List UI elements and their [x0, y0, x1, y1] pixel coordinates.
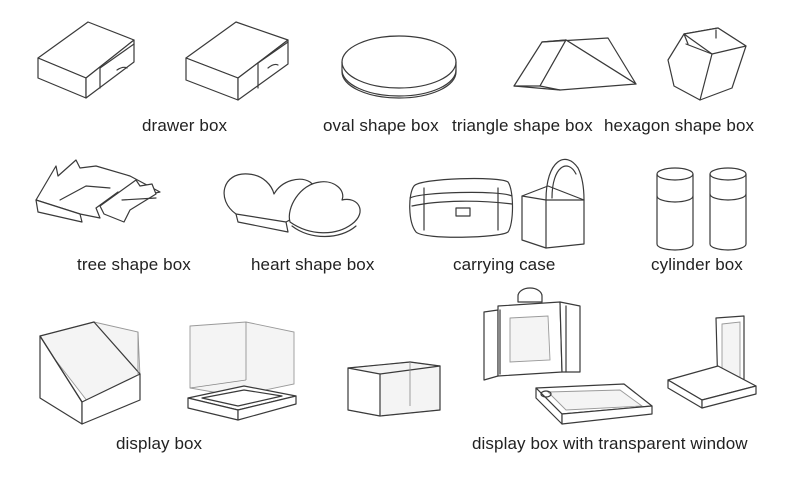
label-cylinder-box: cylinder box: [651, 255, 743, 274]
label-heart-shape-box: heart shape box: [251, 255, 375, 274]
label-display-box-window: display box with transparent window: [472, 434, 748, 453]
carrying-bag-drawing: [521, 158, 585, 249]
window-hinged-box-drawing: [667, 315, 757, 409]
label-hexagon-shape-box: hexagon shape box: [604, 116, 755, 135]
heart-box-drawing: [223, 173, 361, 237]
triangle-box-drawing: [513, 37, 637, 91]
drawer-box-drawing-2: [185, 21, 289, 101]
oval-box-drawing: [341, 35, 457, 99]
label-oval-shape-box: oval shape box: [323, 116, 439, 135]
label-display-box: display box: [116, 434, 203, 453]
label-drawer-box: drawer box: [142, 116, 228, 135]
label-tree-shape-box: tree shape box: [77, 255, 191, 274]
cylinder-box-drawing-1: [656, 167, 694, 251]
display-box-drawing-1: [39, 321, 141, 425]
cylinder-box-drawing-2: [709, 167, 747, 251]
carrying-case-drawing: [409, 177, 514, 238]
tree-box-drawing: [35, 159, 161, 223]
display-box-drawing-2: [187, 321, 297, 421]
window-tray-drawing: [535, 383, 653, 425]
label-carrying-case: carrying case: [453, 255, 556, 274]
window-hanging-box-drawing: [483, 287, 581, 381]
drawer-box-drawing-1: [37, 21, 135, 99]
label-triangle-shape-box: triangle shape box: [452, 116, 593, 135]
window-sleeve-drawing: [347, 361, 441, 417]
hexagon-box-drawing: [667, 27, 747, 101]
